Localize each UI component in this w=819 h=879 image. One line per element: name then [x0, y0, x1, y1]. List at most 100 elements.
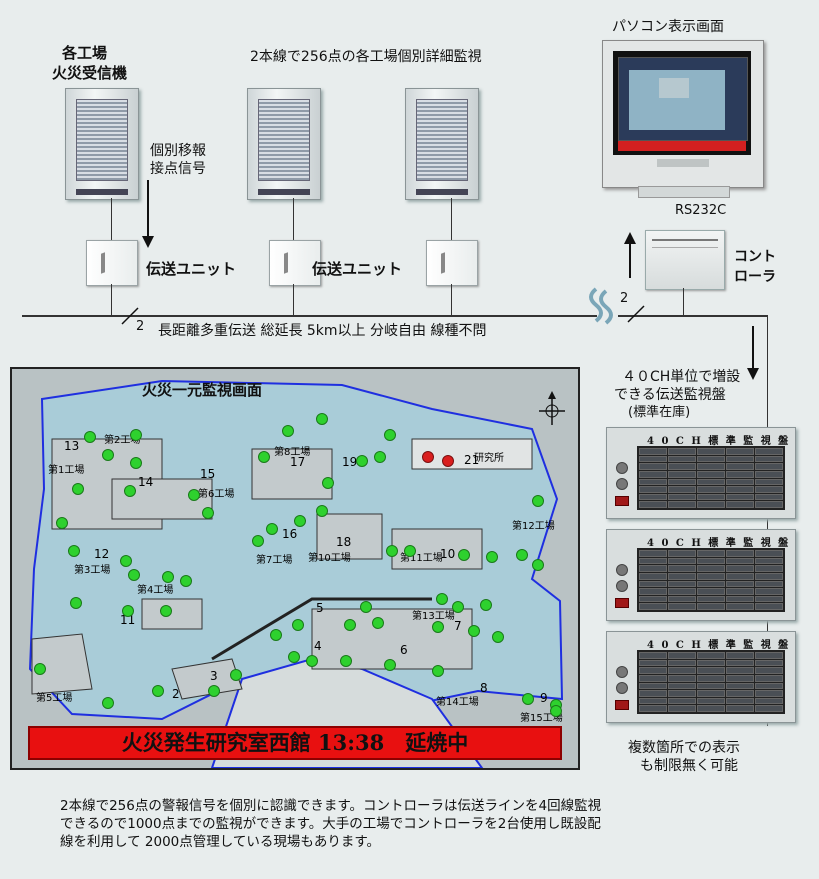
sensor-normal-marker[interactable]: [452, 601, 464, 613]
factory-label: 第12工場: [512, 521, 555, 532]
sensor-normal-marker[interactable]: [522, 693, 534, 705]
building-number: 5: [316, 601, 324, 615]
sensor-normal-marker[interactable]: [102, 449, 114, 461]
sensor-normal-marker[interactable]: [230, 669, 242, 681]
sensor-normal-marker[interactable]: [340, 655, 352, 667]
receiver-label-2: 火災受信機: [52, 64, 128, 82]
wire-slash-icon: [627, 305, 645, 323]
factory-label: 第11工場: [400, 553, 443, 564]
sensor-normal-marker[interactable]: [124, 485, 136, 497]
sensor-normal-marker[interactable]: [432, 621, 444, 633]
sensor-normal-marker[interactable]: [550, 705, 562, 717]
sensor-normal-marker[interactable]: [458, 549, 470, 561]
sensor-normal-marker[interactable]: [160, 605, 172, 617]
factory-label: 第7工場: [256, 555, 293, 566]
sensor-normal-marker[interactable]: [384, 659, 396, 671]
transmission-unit-2: [269, 240, 321, 286]
sensor-normal-marker[interactable]: [56, 517, 68, 529]
sensor-normal-marker[interactable]: [122, 605, 134, 617]
connector-line: [293, 198, 294, 240]
building-number: 13: [64, 439, 80, 453]
connector-line: [451, 198, 452, 240]
sensor-normal-marker[interactable]: [128, 569, 140, 581]
sensor-normal-marker[interactable]: [532, 559, 544, 571]
panels-caption-3: (標準在庫): [628, 405, 691, 420]
sensor-normal-marker[interactable]: [84, 431, 96, 443]
sensor-normal-marker[interactable]: [374, 451, 386, 463]
sensor-normal-marker[interactable]: [294, 515, 306, 527]
factory-label: 第2工場: [104, 435, 141, 446]
sensor-normal-marker[interactable]: [188, 489, 200, 501]
sensor-normal-marker[interactable]: [180, 575, 192, 587]
map-title: 火災一元監視画面: [142, 381, 263, 399]
sensor-normal-marker[interactable]: [532, 495, 544, 507]
sensor-normal-marker[interactable]: [386, 545, 398, 557]
sensor-normal-marker[interactable]: [492, 631, 504, 643]
north-compass-icon: [539, 391, 565, 425]
factory-label: 第10工場: [308, 553, 351, 564]
sensor-alarm-marker[interactable]: [442, 455, 454, 467]
transmission-unit-1: [86, 240, 138, 286]
sensor-normal-marker[interactable]: [34, 663, 46, 675]
sensor-normal-marker[interactable]: [258, 451, 270, 463]
sensor-normal-marker[interactable]: [202, 507, 214, 519]
building-number: 7: [454, 619, 462, 633]
sensor-normal-marker[interactable]: [72, 483, 84, 495]
sensor-normal-marker[interactable]: [208, 685, 220, 697]
sensor-normal-marker[interactable]: [360, 601, 372, 613]
sensor-normal-marker[interactable]: [152, 685, 164, 697]
sensor-normal-marker[interactable]: [436, 593, 448, 605]
sensor-normal-marker[interactable]: [372, 617, 384, 629]
fire-receiver-1: [65, 88, 139, 200]
sensor-normal-marker[interactable]: [404, 545, 416, 557]
monitor-panel-1: 4 0 C H 標 準 監 視 盤: [606, 427, 796, 519]
building-number: 9: [540, 691, 548, 705]
sensor-normal-marker[interactable]: [468, 625, 480, 637]
sensor-normal-marker[interactable]: [266, 523, 278, 535]
description-block: 2本線で256点の警報信号を個別に認識できます。コントローラは伝送ラインを4回線…: [60, 797, 800, 851]
sensor-normal-marker[interactable]: [356, 455, 368, 467]
sensor-normal-marker[interactable]: [306, 655, 318, 667]
sensor-normal-marker[interactable]: [70, 597, 82, 609]
sensor-normal-marker[interactable]: [282, 425, 294, 437]
sensor-normal-marker[interactable]: [130, 429, 142, 441]
sensor-normal-marker[interactable]: [344, 619, 356, 631]
sensor-normal-marker[interactable]: [162, 571, 174, 583]
factory-label: 第4工場: [137, 585, 174, 596]
sensor-normal-marker[interactable]: [120, 555, 132, 567]
controller-label-2: ローラ: [734, 269, 776, 285]
building-number: 4: [314, 639, 322, 653]
sensor-normal-marker[interactable]: [292, 619, 304, 631]
sensor-normal-marker[interactable]: [480, 599, 492, 611]
building-number: 8: [480, 681, 488, 695]
sensor-normal-marker[interactable]: [516, 549, 528, 561]
factory-label: 研究所: [474, 453, 504, 464]
sensor-normal-marker[interactable]: [316, 413, 328, 425]
sensor-normal-marker[interactable]: [432, 665, 444, 677]
long-distance-icon: [589, 287, 613, 325]
factory-label: 第6工場: [198, 489, 235, 500]
building-number: 2: [172, 687, 180, 701]
sensor-normal-marker[interactable]: [288, 651, 300, 663]
sensor-normal-marker[interactable]: [486, 551, 498, 563]
pc-monitor: [602, 40, 764, 188]
sensor-normal-marker[interactable]: [252, 535, 264, 547]
sensor-alarm-marker[interactable]: [422, 451, 434, 463]
unit-label-1: 伝送ユニット: [146, 260, 237, 278]
sensor-normal-marker[interactable]: [102, 697, 114, 709]
sensor-normal-marker[interactable]: [130, 457, 142, 469]
sensor-normal-marker[interactable]: [322, 477, 334, 489]
building-number: 10: [440, 547, 456, 561]
signal-label-2: 接点信号: [150, 161, 206, 177]
panels-caption-2: できる伝送監視盤: [614, 387, 726, 403]
fire-receiver-3: [405, 88, 479, 200]
panel-trunk: [767, 316, 768, 726]
pc-stand: [638, 186, 730, 198]
building-number: 17: [290, 455, 306, 469]
sensor-normal-marker[interactable]: [270, 629, 282, 641]
pc-screen: [613, 51, 751, 155]
sensor-normal-marker[interactable]: [316, 505, 328, 517]
sensor-normal-marker[interactable]: [384, 429, 396, 441]
description-line-1: 2本線で256点の警報信号を個別に認識できます。コントローラは伝送ラインを4回線…: [60, 798, 602, 814]
sensor-normal-marker[interactable]: [68, 545, 80, 557]
